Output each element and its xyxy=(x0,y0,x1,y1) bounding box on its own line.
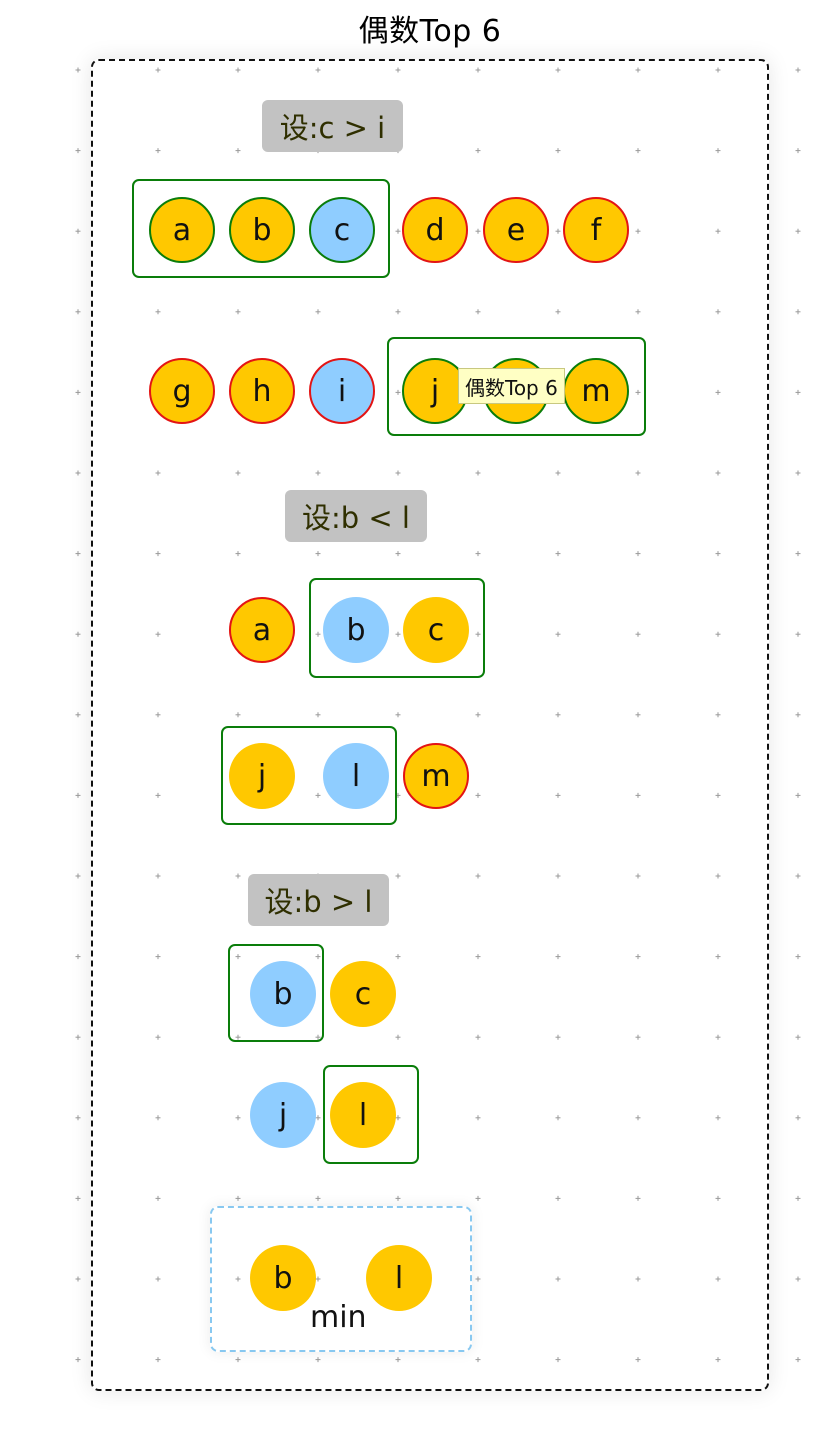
group-box-bc xyxy=(309,578,485,678)
node-j: j xyxy=(250,1082,316,1148)
min-caption: min xyxy=(310,1300,367,1335)
node-c: c xyxy=(403,597,469,663)
node-b: b xyxy=(250,961,316,1027)
node-m: m xyxy=(563,358,629,424)
node-b: b xyxy=(229,197,295,263)
condition-label-c-greater-i: 设:c > i xyxy=(262,100,403,152)
node-c: c xyxy=(330,961,396,1027)
node-l: l xyxy=(330,1082,396,1148)
node-a: a xyxy=(149,197,215,263)
node-b: b xyxy=(323,597,389,663)
group-box-b xyxy=(228,944,324,1042)
min-result-box xyxy=(210,1206,472,1352)
diagram-title: 偶数Top 6 xyxy=(358,14,502,49)
node-i: i xyxy=(309,358,375,424)
node-f: f xyxy=(563,197,629,263)
node-b: b xyxy=(250,1245,316,1311)
node-l: l xyxy=(323,743,389,809)
node-c: c xyxy=(309,197,375,263)
node-d: d xyxy=(402,197,468,263)
group-box-jkm xyxy=(387,337,646,436)
tooltip: 偶数Top 6 xyxy=(458,368,565,404)
node-e: e xyxy=(483,197,549,263)
node-h: h xyxy=(229,358,295,424)
node-j: j xyxy=(229,743,295,809)
node-g: g xyxy=(149,358,215,424)
condition-label-b-greater-l: 设:b > l xyxy=(248,874,389,926)
node-m: m xyxy=(403,743,469,809)
node-j: j xyxy=(402,358,468,424)
outer-frame xyxy=(91,59,769,1391)
node-l: l xyxy=(366,1245,432,1311)
node-a: a xyxy=(229,597,295,663)
group-box-jl xyxy=(221,726,397,825)
group-box-abc xyxy=(132,179,390,278)
condition-label-b-less-l: 设:b < l xyxy=(285,490,427,542)
group-box-l xyxy=(323,1065,419,1164)
